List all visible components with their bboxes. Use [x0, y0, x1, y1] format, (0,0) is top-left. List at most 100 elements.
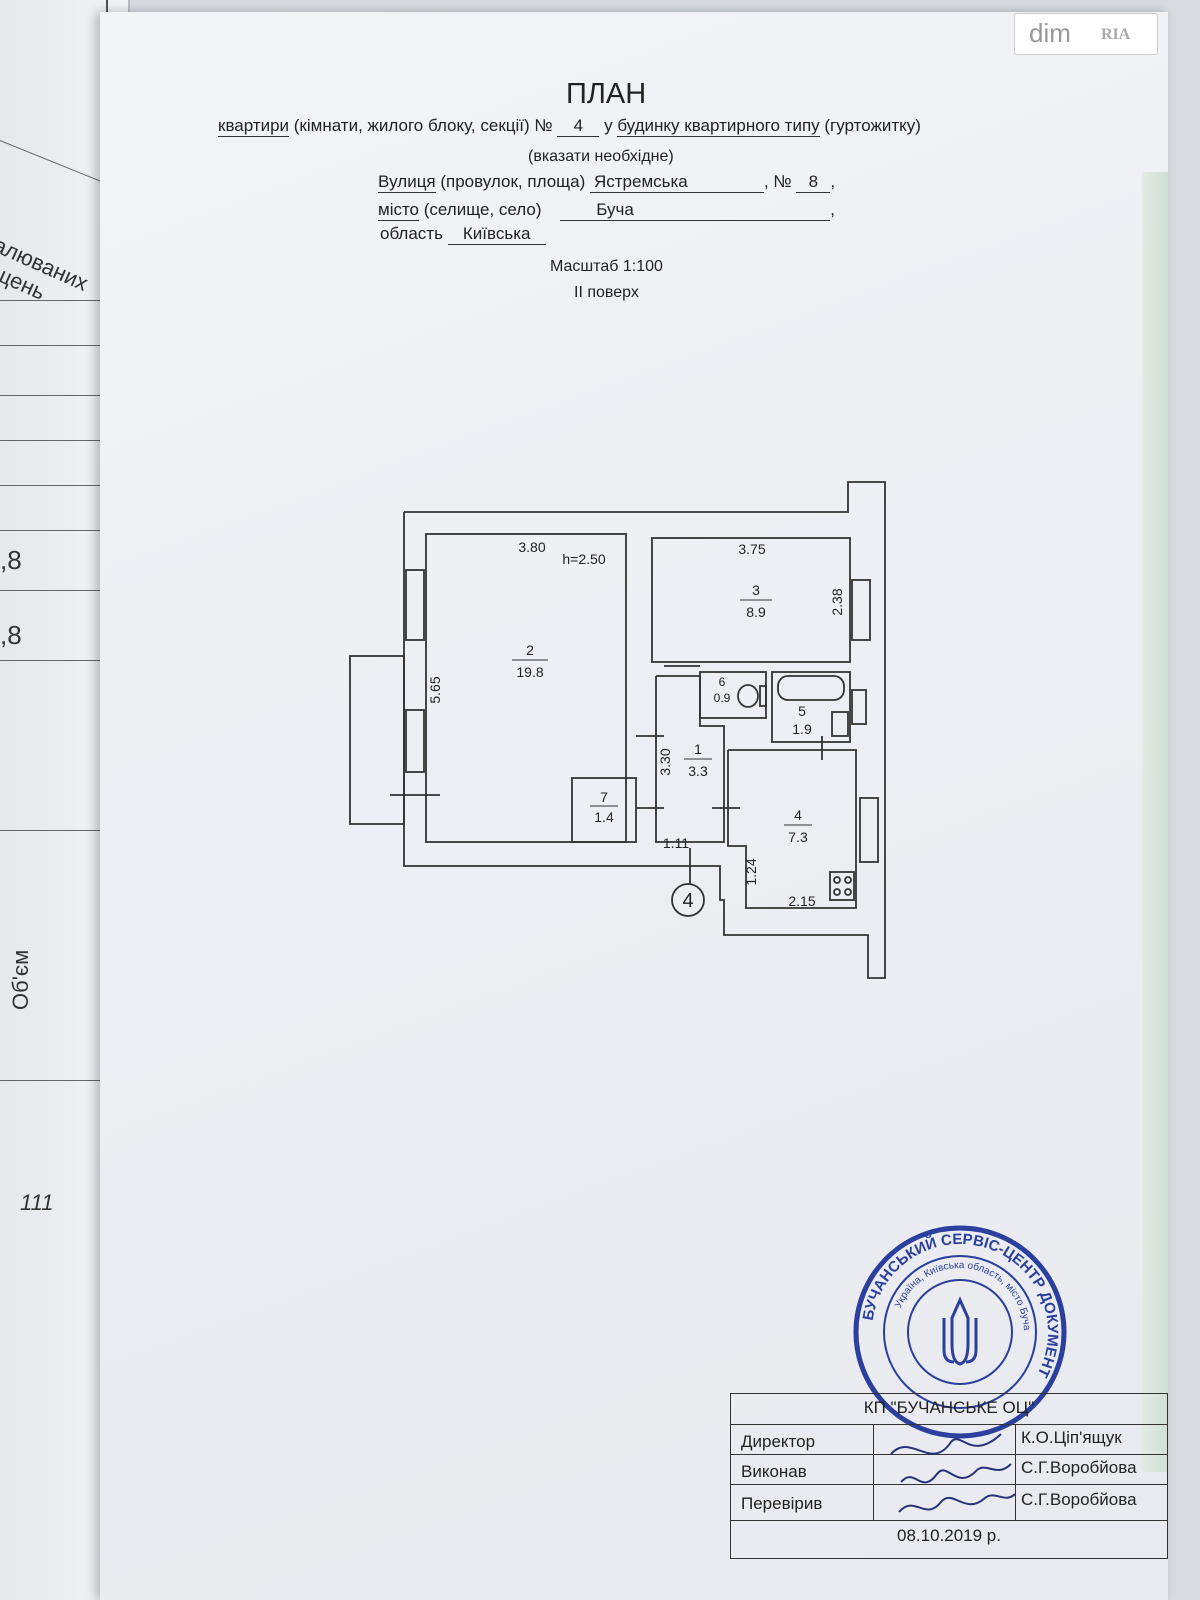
- role-director: Директор: [741, 1432, 816, 1451]
- city-line: місто (селище, село) Буча,: [378, 200, 835, 221]
- signature-executor: [900, 1463, 1012, 1484]
- table-line: [0, 530, 116, 531]
- organization-name: КП "БУЧАНСЬКЕ ОЦ": [863, 1398, 1035, 1417]
- room-4-number: 4: [794, 807, 802, 823]
- sink: [831, 711, 849, 737]
- room-7-outline: [571, 777, 637, 843]
- role-checker: Перевірив: [741, 1494, 823, 1513]
- signature-checker: [898, 1493, 1016, 1513]
- table-line: [0, 395, 116, 396]
- room-3-outline: [651, 537, 851, 663]
- label-types: (кімнати, жилого блоку, секції) №: [289, 116, 558, 135]
- document-date: 08.10.2019 р.: [897, 1526, 1001, 1545]
- floor-label: II поверх: [574, 284, 639, 301]
- table-line: [0, 1080, 116, 1081]
- label-city-alt: (селище, село): [419, 200, 547, 219]
- region-value: Київська: [447, 224, 546, 245]
- bathtub: [777, 675, 845, 701]
- city-value: Буча: [560, 200, 831, 221]
- table-line: [0, 485, 116, 486]
- house-number: 8: [796, 172, 831, 193]
- page-number: 111: [20, 1190, 54, 1215]
- plan-sheet: [100, 12, 1168, 1600]
- room-3-number: 3: [752, 582, 760, 598]
- stove: [829, 871, 855, 901]
- apartment-number: 4: [557, 116, 600, 137]
- room-6-area: 0.9: [714, 691, 731, 705]
- room-2-area: 19.8: [516, 664, 543, 680]
- window: [405, 569, 425, 641]
- table-line: [0, 590, 116, 591]
- table-line: [0, 345, 116, 346]
- table-line: [0, 440, 116, 441]
- signature-table: КП "БУЧАНСЬКЕ ОЦ" Директор К.О.Ціп'ящук …: [730, 1393, 1168, 1559]
- background-strip: [1142, 172, 1168, 1472]
- label-apartment: квартири: [218, 116, 290, 137]
- room-5-area: 1.9: [792, 721, 812, 737]
- street-line: Вулиця (провулок, площа) Ястремська, № 8…: [378, 172, 835, 193]
- header-note: (вказати необхідне): [528, 148, 674, 165]
- dim-kitchen-width: 2.15: [788, 893, 815, 909]
- back-value: ,8: [0, 545, 22, 575]
- stove-burner: [833, 888, 841, 896]
- dim-corridor-length: 3.30: [657, 748, 673, 775]
- room-6-outline: [699, 671, 767, 719]
- dim-room2-width: 3.80: [518, 539, 545, 555]
- toilet: [737, 684, 759, 708]
- room-3-area: 8.9: [746, 604, 766, 620]
- room-2-outline: [425, 533, 627, 843]
- dim-entrance: 1.11: [663, 835, 689, 851]
- room-1-area: 3.3: [688, 763, 708, 779]
- stove-burner: [833, 876, 841, 884]
- apartment-marker-circle: [671, 883, 705, 917]
- table-line: [0, 830, 116, 831]
- signature-director: [890, 1433, 1002, 1455]
- room-7-area: 1.4: [594, 809, 614, 825]
- label-dormitory: (гуртожитку): [819, 116, 921, 135]
- toilet-tank: [759, 685, 767, 707]
- room-4-outline: [727, 749, 857, 909]
- comma: ,: [830, 172, 836, 191]
- table-line: [0, 300, 116, 301]
- outer-wall: [403, 481, 886, 979]
- signatures: [890, 1433, 1016, 1513]
- logo-text: dim: [1029, 18, 1071, 48]
- logo-text-ria: RIA: [1101, 26, 1131, 43]
- dim-room3-depth: 2.38: [829, 588, 845, 615]
- dimria-logo: dim RIA: [1014, 13, 1158, 55]
- balcony: [349, 655, 405, 825]
- name-checker: С.Г.Воробйова: [1021, 1490, 1137, 1509]
- label-building-type: будинку квартирного типу: [617, 116, 820, 137]
- trident-emblem-icon: [942, 1296, 978, 1366]
- dim-room3-width: 3.75: [738, 541, 765, 557]
- name-director: К.О.Ціп'ящук: [1021, 1428, 1122, 1447]
- room-1-number: 1: [694, 741, 702, 757]
- room-7-number: 7: [600, 789, 608, 805]
- back-value: ,8: [0, 620, 22, 650]
- dim-kitchen-side: 1.24: [743, 858, 759, 885]
- street-value: Ястремська: [589, 172, 764, 193]
- label-street: Вулиця: [378, 172, 436, 193]
- label-city: місто: [378, 200, 420, 221]
- header-line-1: квартири (кімнати, жилого блоку, секції)…: [218, 116, 921, 137]
- room-4-area: 7.3: [788, 829, 808, 845]
- window: [851, 689, 867, 725]
- role-executor: Виконав: [741, 1462, 807, 1481]
- room-5-number: 5: [798, 703, 806, 719]
- official-seal: БУЧАНСЬКИЙ СЕРВІС-ЦЕНТР ДОКУМЕНТ Україна…: [853, 1225, 1067, 1439]
- label-region: область: [380, 224, 448, 243]
- dim-room2-depth: 5.65: [427, 676, 443, 703]
- room-5-outline: [771, 671, 851, 743]
- page-title: ПЛАН: [566, 78, 647, 110]
- label-in: у: [599, 116, 618, 135]
- dim-height: h=2.50: [562, 551, 605, 567]
- stove-burner: [844, 876, 852, 884]
- window: [405, 709, 425, 773]
- scale-label: Масштаб 1:100: [550, 258, 663, 275]
- comma: ,: [830, 200, 835, 219]
- label-street-alt: (провулок, площа): [435, 172, 590, 191]
- room-2-number: 2: [526, 642, 534, 658]
- table-line: [0, 660, 116, 661]
- name-executor: С.Г.Воробйова: [1021, 1458, 1137, 1477]
- window: [851, 579, 871, 641]
